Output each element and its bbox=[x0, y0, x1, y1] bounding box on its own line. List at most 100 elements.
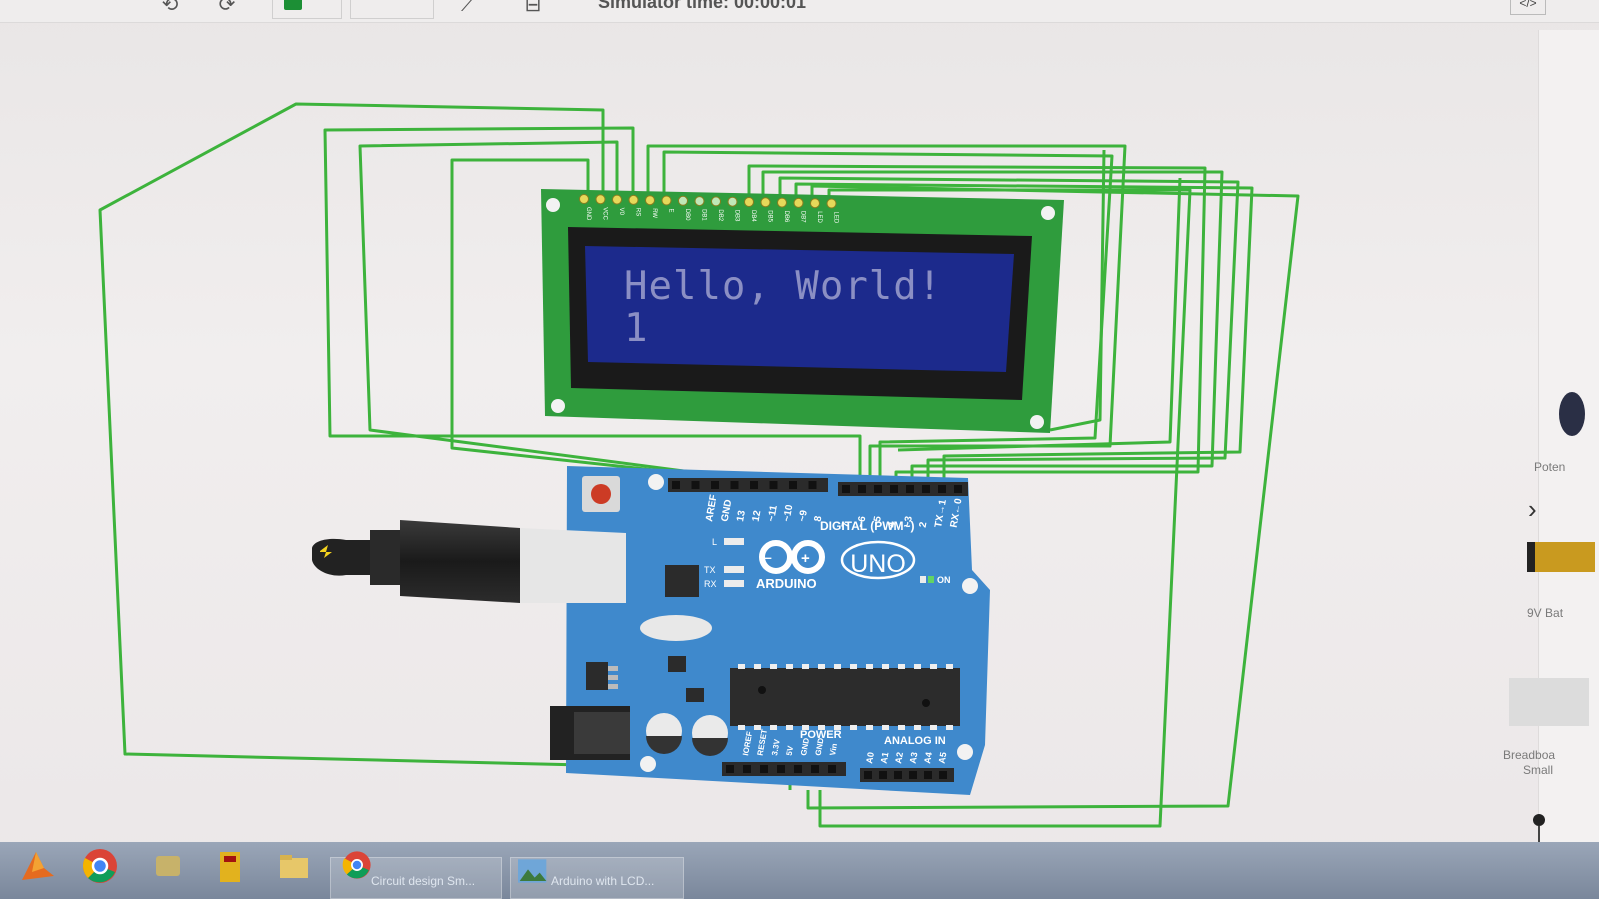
digital-pin[interactable] bbox=[750, 481, 758, 489]
lcd-pin-label: E bbox=[668, 209, 674, 213]
battery-icon[interactable] bbox=[1527, 542, 1595, 572]
lcd-pin[interactable] bbox=[612, 194, 622, 205]
analog-pin[interactable] bbox=[909, 771, 917, 779]
analog-pin[interactable] bbox=[939, 771, 947, 779]
color-dropdown[interactable] bbox=[272, 0, 342, 19]
align-icon[interactable]: ⊟ bbox=[524, 0, 542, 16]
digital-pin[interactable] bbox=[672, 481, 680, 489]
analog-pin-label: A4 bbox=[922, 751, 934, 764]
digital-pin[interactable] bbox=[938, 485, 946, 493]
component-label[interactable]: Small bbox=[1523, 763, 1554, 777]
breadboard-icon[interactable] bbox=[1509, 678, 1589, 726]
components-panel: Poten 9V Bat Breadboa Small bbox=[1503, 30, 1599, 860]
digital-pin[interactable] bbox=[954, 485, 962, 493]
digital-pin[interactable] bbox=[808, 481, 817, 489]
lcd-pin-label: DB7 bbox=[800, 211, 806, 223]
analog-pin[interactable] bbox=[879, 771, 887, 779]
power-pin[interactable] bbox=[743, 765, 751, 773]
analog-pin[interactable] bbox=[894, 771, 902, 779]
component-label[interactable]: 9V Bat bbox=[1527, 606, 1564, 620]
component-icon[interactable] bbox=[1533, 814, 1545, 826]
component-label[interactable]: Poten bbox=[1534, 460, 1566, 474]
lcd-pin[interactable] bbox=[777, 197, 787, 208]
wire-bundle[interactable] bbox=[98, 102, 1300, 828]
digital-header-left[interactable] bbox=[668, 478, 828, 492]
lcd-pin[interactable] bbox=[661, 195, 672, 206]
digital-pin[interactable] bbox=[711, 481, 719, 489]
lcd-pin[interactable] bbox=[694, 196, 705, 207]
analog-pin[interactable] bbox=[864, 771, 872, 779]
digital-pin-label: 4 bbox=[887, 521, 899, 529]
arduino-logo bbox=[759, 540, 825, 574]
analog-pin[interactable] bbox=[924, 771, 932, 779]
lcd-pin[interactable] bbox=[595, 194, 606, 205]
rotate-icon[interactable]: ⟲ bbox=[161, 0, 179, 16]
lcd-pin[interactable] bbox=[727, 196, 738, 207]
analog-pin-label: A1 bbox=[879, 751, 891, 764]
analog-pin-label: A3 bbox=[908, 751, 920, 764]
app-icon[interactable] bbox=[148, 846, 188, 886]
svg-text:+: + bbox=[801, 550, 810, 567]
power-pin-label: GND bbox=[814, 737, 826, 756]
component-label[interactable]: Breadboa bbox=[1503, 748, 1556, 762]
lcd-pin[interactable] bbox=[628, 194, 639, 205]
lcd-pin[interactable] bbox=[645, 195, 655, 206]
power-pin[interactable] bbox=[828, 765, 836, 773]
digital-pin-label: 7 bbox=[840, 521, 852, 529]
folder-icon[interactable] bbox=[274, 846, 314, 886]
wire-color-swatch[interactable] bbox=[284, 0, 302, 10]
digital-label: DIGITAL (PWM~) bbox=[820, 519, 915, 533]
panel-collapse-icon[interactable]: › bbox=[1528, 494, 1537, 524]
digital-pin[interactable] bbox=[906, 485, 914, 493]
digital-pin[interactable] bbox=[691, 481, 700, 489]
lcd-pin-label: DB6 bbox=[783, 211, 789, 223]
digital-pin[interactable] bbox=[789, 481, 797, 489]
power-pin[interactable] bbox=[777, 765, 785, 773]
code-button[interactable]: </> bbox=[1510, 0, 1546, 15]
lcd-pin[interactable] bbox=[793, 197, 804, 208]
power-pin[interactable] bbox=[760, 765, 768, 773]
model-label: UNO bbox=[850, 550, 906, 578]
wire-db7 bbox=[794, 182, 1254, 486]
lcd-pin[interactable] bbox=[826, 198, 837, 209]
lcd-mount-hole bbox=[1030, 415, 1044, 429]
digital-pin[interactable] bbox=[874, 485, 882, 493]
analog-pin-label: A0 bbox=[864, 751, 876, 764]
files-icon[interactable] bbox=[210, 846, 250, 886]
analog-label: ANALOG IN bbox=[884, 735, 946, 747]
power-pin[interactable] bbox=[811, 765, 819, 773]
lcd-pin-label: RS bbox=[635, 208, 641, 216]
lcd-pin[interactable] bbox=[760, 197, 771, 208]
flip-icon[interactable]: ⟳ bbox=[218, 0, 236, 16]
digital-pin[interactable] bbox=[730, 481, 739, 489]
digital-pin[interactable] bbox=[922, 485, 930, 493]
lcd-pin[interactable] bbox=[678, 195, 688, 206]
matlab-icon[interactable] bbox=[18, 846, 58, 886]
digital-pin-label: AREF bbox=[704, 494, 720, 523]
power-pin[interactable] bbox=[726, 765, 734, 773]
potentiometer-icon[interactable] bbox=[1559, 392, 1585, 436]
lcd-pin-label: DB1 bbox=[701, 209, 707, 221]
digital-pin-label: ~11 bbox=[766, 504, 780, 523]
lcd-pin[interactable] bbox=[579, 194, 589, 204]
led-on bbox=[928, 576, 934, 583]
digital-pin[interactable] bbox=[769, 481, 778, 489]
lcd-pin[interactable] bbox=[810, 198, 820, 209]
digital-pin[interactable] bbox=[858, 485, 866, 493]
digital-pin[interactable] bbox=[890, 485, 898, 493]
lcd-pin[interactable] bbox=[711, 196, 721, 207]
lcd-pin[interactable] bbox=[744, 197, 754, 207]
wire-type-dropdown[interactable] bbox=[350, 0, 434, 19]
power-pin[interactable] bbox=[794, 765, 802, 773]
mirror-icon[interactable]: ⟋ bbox=[461, 0, 475, 16]
svg-text:–: – bbox=[764, 549, 772, 565]
digital-header-right[interactable] bbox=[838, 482, 968, 496]
arduino-uno-board[interactable]: – + ARDUINO UNO DIGITAL (PWM~) POWER ANA… bbox=[312, 466, 990, 795]
power-pin-label: 5V bbox=[785, 744, 796, 756]
digital-pin[interactable] bbox=[842, 485, 850, 493]
chrome-icon[interactable] bbox=[80, 846, 120, 886]
